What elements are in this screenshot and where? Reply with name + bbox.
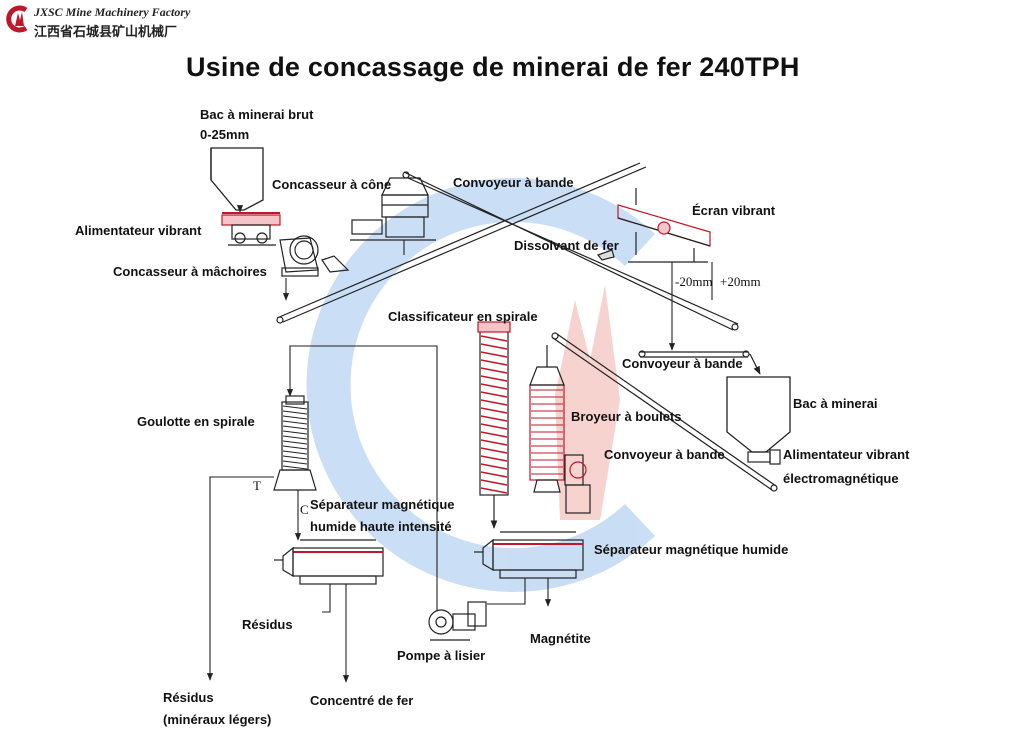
equipment-stroke — [480, 439, 508, 446]
equipment-stroke — [480, 399, 508, 406]
label-minus-20mm: -20mm — [675, 274, 713, 289]
ball-mill — [529, 345, 591, 514]
label-vibrating-feeder: Alimentateur vibrant — [75, 223, 202, 238]
equipment-stroke — [480, 359, 508, 366]
high-intensity-separator — [274, 539, 384, 585]
equipment-stroke — [480, 375, 508, 382]
company-name-cn: 江西省石城县矿山机械厂 — [34, 25, 178, 40]
equipment-stroke — [282, 460, 308, 465]
label-magnetite: Magnétite — [530, 631, 591, 646]
company-logo: JXSC Mine Machinery Factory 江西省石城县矿山机械厂 — [4, 4, 190, 40]
equipment-stroke — [480, 383, 508, 390]
label-tailings-light-line1: Résidus — [163, 690, 214, 705]
jaw-crusher — [279, 235, 350, 277]
page-title: Usine de concassage de minerai de fer 24… — [186, 52, 800, 82]
label-ball-mill: Broyeur à boulets — [571, 409, 682, 424]
equipment-stroke — [480, 351, 508, 358]
label-ore-bin: Bac à minerai — [793, 396, 878, 411]
spiral-classifier — [477, 321, 511, 529]
jxsc-logo-icon — [6, 5, 28, 33]
equipment-stroke — [480, 335, 508, 342]
label-tailings: Résidus — [242, 617, 293, 632]
equipment-stroke — [282, 445, 308, 450]
label-iron-remover: Dissolvant de fer — [514, 238, 619, 253]
flow-lines — [206, 205, 552, 683]
equipment-stroke — [480, 423, 508, 430]
label-plus-20mm: +20mm — [720, 274, 761, 289]
label-raw-size: 0-25mm — [200, 127, 250, 142]
label-em-feeder-line1: Alimentateur vibrant — [783, 447, 910, 462]
vibrating-feeder — [221, 212, 281, 246]
equipment-stroke — [480, 415, 508, 422]
label-mark-c: C — [300, 502, 309, 517]
equipment-stroke — [282, 440, 308, 445]
equipment-stroke — [282, 430, 308, 435]
equipment-stroke — [480, 487, 508, 494]
equipment-stroke — [282, 405, 308, 410]
label-em-feeder-line2: électromagnétique — [783, 471, 899, 486]
label-raw-ore-bin: Bac à minerai brut — [200, 107, 314, 122]
equipment-stroke — [480, 447, 508, 454]
label-vibrating-screen: Écran vibrant — [692, 203, 776, 218]
equipment-stroke — [480, 455, 508, 462]
equipment-stroke — [282, 435, 308, 440]
equipment-stroke — [282, 410, 308, 415]
cone-crusher — [350, 177, 436, 241]
equipment-stroke — [480, 343, 508, 350]
label-belt-conveyor-3: Convoyeur à bande — [604, 447, 725, 462]
label-iron-concentrate: Concentré de fer — [310, 693, 414, 708]
label-belt-conveyor-1: Convoyeur à bande — [453, 175, 574, 190]
equipment-stroke — [480, 391, 508, 398]
equipment-stroke — [480, 407, 508, 414]
label-slurry-pump: Pompe à lisier — [397, 648, 486, 663]
wet-magnetic-separator — [474, 531, 584, 579]
main-belt-conveyors — [276, 162, 739, 331]
equipment-stroke — [282, 425, 308, 430]
equipment-stroke — [480, 463, 508, 470]
label-hi-sep-line1: Séparateur magnétique — [310, 497, 455, 512]
label-spiral-chute: Goulotte en spirale — [137, 414, 255, 429]
equipment-stroke — [282, 455, 308, 460]
equipment-stroke — [480, 479, 508, 486]
short-belt-conveyor — [638, 350, 761, 375]
equipment-stroke — [480, 367, 508, 374]
vibrating-screen — [617, 188, 711, 263]
label-wet-separator: Séparateur magnétique humide — [594, 542, 789, 557]
company-name-en: JXSC Mine Machinery Factory — [34, 5, 191, 19]
equipment-stroke — [282, 465, 308, 470]
equipment-stroke — [282, 415, 308, 420]
label-hi-sep-line2: humide haute intensité — [310, 519, 452, 534]
equipment-stroke — [282, 450, 308, 455]
screen-output-lines — [668, 262, 713, 351]
label-jaw-crusher: Concasseur à mâchoires — [113, 264, 267, 279]
label-belt-conveyor-2: Convoyeur à bande — [622, 356, 743, 371]
label-cone-crusher: Concasseur à cône — [272, 177, 392, 192]
label-tailings-light-line2: (minéraux légers) — [163, 712, 272, 727]
label-mark-t: T — [253, 478, 261, 493]
iron-remover — [597, 249, 615, 261]
equipment-stroke — [282, 420, 308, 425]
equipment-stroke — [480, 431, 508, 438]
ore-bin — [726, 376, 791, 453]
slurry-pump — [428, 601, 487, 641]
spiral-chute — [273, 395, 317, 491]
ball-mill-belt-conveyor — [551, 332, 778, 492]
equipment-stroke — [480, 471, 508, 478]
label-spiral-classifier: Classificateur en spirale — [388, 309, 538, 324]
raw-ore-bin — [210, 147, 264, 211]
em-vibrating-feeder — [747, 449, 781, 465]
